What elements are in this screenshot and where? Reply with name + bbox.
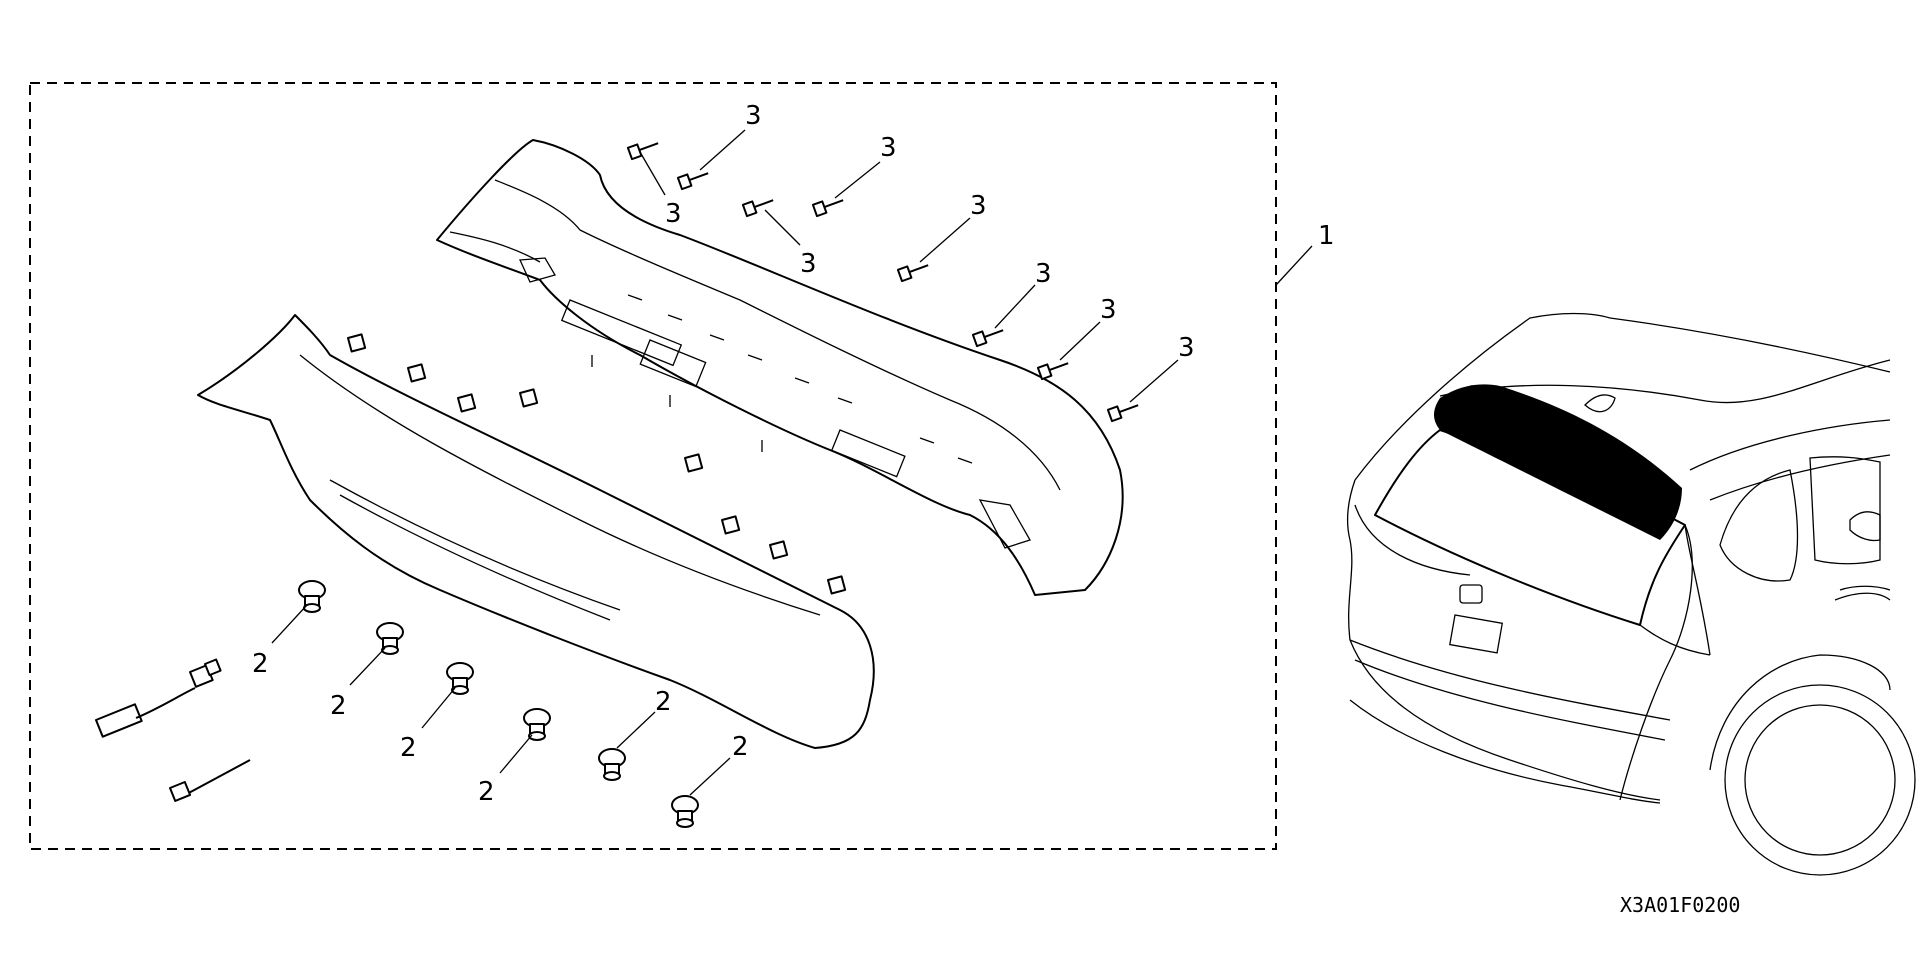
- screw-icon: [971, 329, 1004, 348]
- svg-text:3: 3: [800, 249, 817, 279]
- screw-icon: [896, 264, 929, 283]
- clip-icon: [298, 580, 326, 613]
- svg-text:3: 3: [880, 133, 897, 163]
- svg-text:3: 3: [1035, 259, 1052, 289]
- screw-icon: [811, 199, 844, 218]
- spoiler-inner-frame: [436, 139, 1124, 596]
- screw-callouts: 3 3 3 3 3 3 3 3: [639, 101, 1195, 403]
- clip-icon: [376, 622, 404, 655]
- cable-tie: [169, 759, 251, 802]
- spoiler-highlight: [1434, 384, 1682, 540]
- diagram-code-label: X3A01F0200: [1620, 893, 1740, 917]
- svg-text:3: 3: [1178, 333, 1195, 363]
- svg-text:2: 2: [478, 777, 495, 807]
- svg-text:2: 2: [400, 733, 417, 763]
- svg-text:2: 2: [330, 691, 347, 721]
- callout-line-kit: [1275, 245, 1313, 286]
- screw-icon: [1036, 362, 1069, 381]
- svg-text:2: 2: [252, 649, 269, 679]
- svg-text:3: 3: [1100, 295, 1117, 325]
- clip-icon: [523, 708, 551, 741]
- screw-icon: [626, 142, 659, 161]
- clip-callouts: 2 2 2 2 2 2: [252, 604, 749, 807]
- svg-text:2: 2: [732, 732, 749, 762]
- clip-icon: [598, 748, 626, 781]
- screw-icon: [741, 199, 774, 218]
- callout-kit: 1: [1318, 221, 1335, 251]
- screw-icon: [676, 172, 709, 191]
- svg-text:3: 3: [745, 101, 762, 131]
- screw-set: [626, 142, 1139, 423]
- svg-text:2: 2: [655, 687, 672, 717]
- spoiler-outer-cover: [197, 314, 875, 749]
- svg-text:3: 3: [665, 199, 682, 229]
- wire-harness: [94, 658, 222, 738]
- svg-text:3: 3: [970, 191, 987, 221]
- kit-boundary-box: [29, 82, 1277, 850]
- vehicle-rear-view: [1346, 312, 1916, 876]
- clip-icon: [671, 795, 699, 828]
- clip-icon: [446, 662, 474, 695]
- screw-icon: [1106, 404, 1139, 423]
- clip-set: [298, 580, 699, 828]
